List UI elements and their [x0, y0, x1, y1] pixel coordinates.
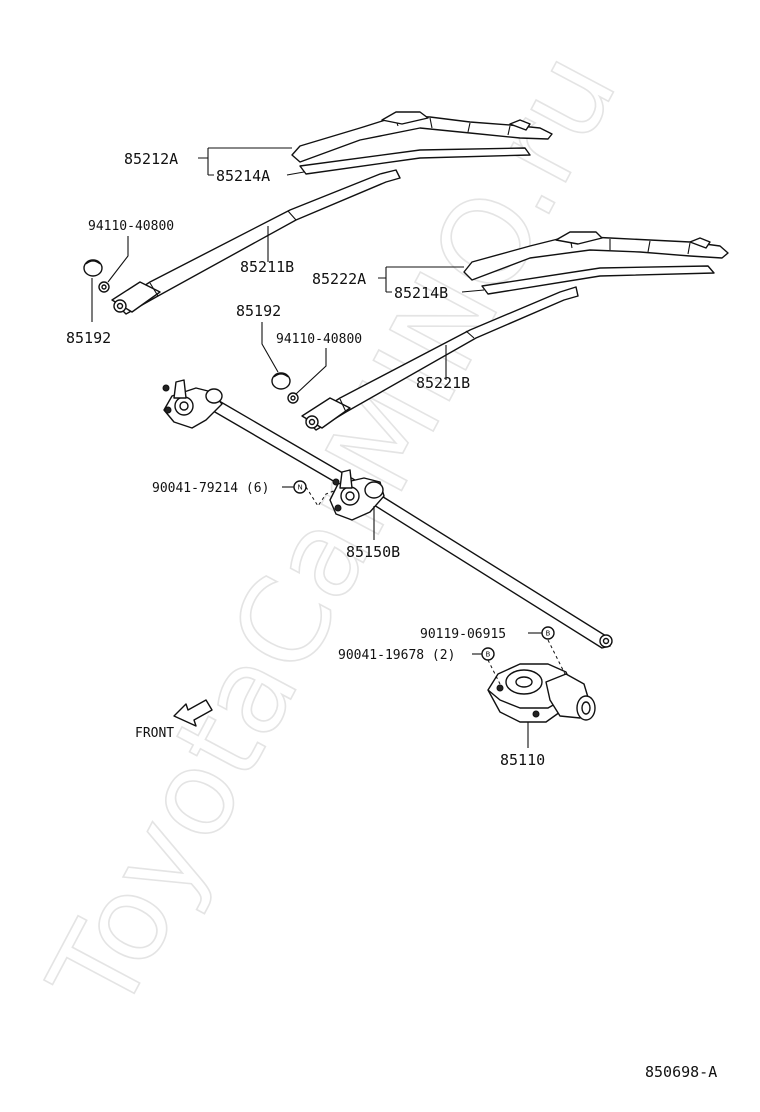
label-cap-left: 85192 — [66, 329, 111, 347]
cap-right — [271, 372, 291, 390]
label-arm-right: 85221B — [416, 374, 470, 392]
label-nut-left: 94110-40800 — [88, 219, 174, 234]
wiper-arm-left — [111, 169, 401, 315]
wiper-refill-left — [299, 147, 531, 175]
wiper-motor — [487, 663, 596, 723]
label-link-assembly: 85150B — [346, 543, 400, 561]
label-bolt-link: 90041-79214 (6) — [152, 481, 269, 496]
marker-b-motor-bolt-2: B — [481, 647, 495, 661]
marker-b-motor-bolt-1: B — [541, 626, 555, 640]
label-refill-right: 85214B — [394, 284, 448, 302]
wiper-refill-right — [481, 265, 715, 295]
reference-code: 850698-A — [645, 1063, 717, 1081]
wiper-arm-right — [301, 286, 579, 431]
marker-n-link-bolt: N — [293, 480, 307, 494]
svg-text:B: B — [546, 630, 551, 638]
wiper-link-assembly — [162, 379, 613, 649]
cap-left — [83, 259, 103, 277]
label-motor: 85110 — [500, 751, 545, 769]
wiper-blade-left — [291, 111, 553, 163]
label-bolt-motor-2: 90041-19678 (2) — [338, 648, 455, 663]
label-blade-right: 85222A — [312, 270, 366, 288]
label-nut-right: 94110-40800 — [276, 332, 362, 347]
svg-text:B: B — [486, 651, 491, 659]
wiper-blade-right — [463, 231, 729, 281]
nut-right — [287, 392, 299, 404]
nut-left — [98, 281, 110, 293]
front-label: FRONT — [135, 726, 174, 741]
label-arm-left: 85211B — [240, 258, 294, 276]
watermark: ToyotaCarMINO.ru — [22, 31, 643, 1034]
label-refill-left: 85214A — [216, 167, 270, 185]
leader-lines — [91, 147, 567, 748]
front-arrow-icon — [173, 699, 213, 727]
svg-text:N: N — [298, 484, 303, 492]
label-cap-right: 85192 — [236, 302, 281, 320]
label-blade-left: 85212A — [124, 150, 178, 168]
label-bolt-motor-1: 90119-06915 — [420, 627, 506, 642]
